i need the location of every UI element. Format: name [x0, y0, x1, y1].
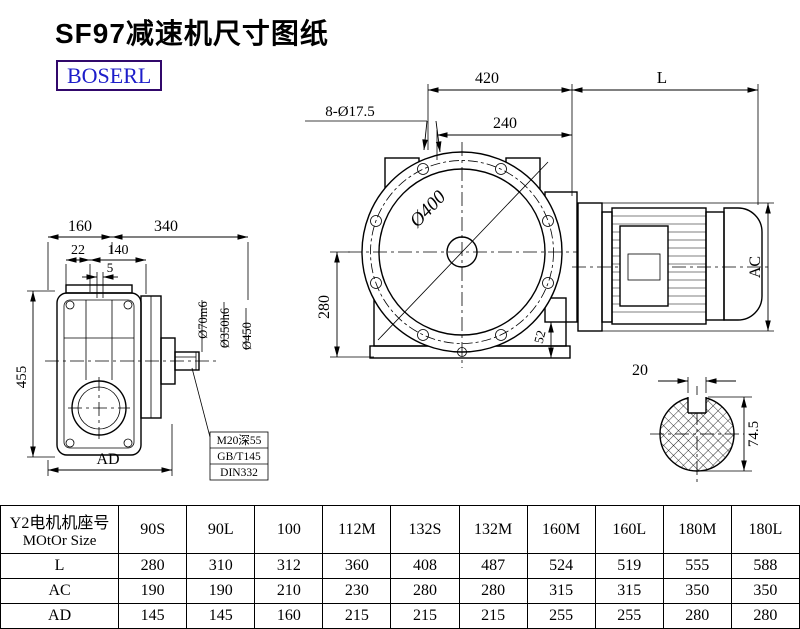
brand-logo: BOSERL	[56, 60, 163, 91]
dim-280: 280	[316, 295, 333, 319]
motor-stator-block	[619, 225, 669, 307]
fan-cover	[723, 207, 763, 321]
cell: 210	[254, 578, 324, 604]
cell: 350	[662, 578, 732, 604]
table-row-AC: AC 190 190 210 230 280 280 315 315 350 3…	[0, 578, 800, 604]
header-cn: Y2电机机座号	[9, 515, 110, 532]
column-header: 112M	[322, 505, 392, 554]
column-header: 160L	[594, 505, 664, 554]
side-view-dimensions: 455 160 340 22 140 5 AD Ø70m6 Ø350h6 Ø4	[14, 218, 269, 481]
table-header-motor-size: Y2电机机座号 MOtOr Size	[0, 505, 120, 554]
keyway	[688, 395, 706, 413]
dim-52: 52	[531, 329, 549, 345]
side-view	[45, 284, 216, 456]
dim-340: 340	[154, 218, 178, 235]
dim-L: L	[657, 68, 667, 87]
row-label: AC	[0, 578, 120, 604]
cell: 190	[186, 578, 256, 604]
tap-note-line2: GB/T145	[217, 451, 261, 463]
column-header: 90S	[118, 505, 188, 554]
dim-flange-od: Ø450	[240, 322, 254, 350]
tap-note-line1: M20深55	[217, 433, 262, 447]
cell: 280	[118, 553, 188, 579]
column-header: 132M	[458, 505, 528, 554]
header-en: MOtOr Size	[22, 533, 97, 549]
table-row-L: L 280 310 312 360 408 487 524 519 555 58…	[0, 553, 800, 579]
input-shaft	[174, 351, 200, 371]
page-title: SF97减速机尺寸图纸	[55, 18, 329, 49]
cell: 408	[390, 553, 460, 579]
dim-5: 5	[107, 260, 114, 275]
dim-key-width: 20	[632, 362, 648, 379]
cell: 519	[594, 553, 664, 579]
cell: 350	[730, 578, 800, 604]
cell: 280	[458, 578, 528, 604]
column-header: 180L	[730, 505, 800, 554]
dim-420: 420	[475, 70, 499, 87]
cell: 310	[186, 553, 256, 579]
dim-22: 22	[71, 243, 85, 258]
cell: 315	[594, 578, 664, 604]
table-header-row: Y2电机机座号 MOtOr Size 90S 90L 100 112M 132S…	[0, 505, 800, 554]
cell: 312	[254, 553, 324, 579]
technical-drawing: 455 160 340 22 140 5 AD Ø70m6 Ø350h6 Ø4	[14, 68, 774, 482]
cell: 555	[662, 553, 732, 579]
dim-spigot-dia: Ø350h6	[218, 308, 232, 348]
column-header: 180M	[662, 505, 732, 554]
column-header: 100	[254, 505, 324, 554]
cell: 280	[390, 578, 460, 604]
dim-bolt-holes: 8-Ø17.5	[325, 104, 375, 120]
column-header: 90L	[186, 505, 256, 554]
size-table: Y2电机机座号 MOtOr Size 90S 90L 100 112M 132S…	[0, 505, 800, 629]
dim-240: 240	[493, 115, 517, 132]
cell: 588	[730, 553, 800, 579]
dim-AD: AD	[96, 451, 119, 468]
dim-shaft-dia: Ø70m6	[196, 301, 210, 339]
cell: 360	[322, 553, 392, 579]
cell: 190	[118, 578, 188, 604]
motor-view	[572, 202, 772, 332]
dim-160: 160	[68, 218, 92, 235]
dim-shaft-height: 74.5	[746, 421, 762, 447]
front-view	[348, 142, 578, 368]
column-header: 132S	[390, 505, 460, 554]
row-label: L	[0, 553, 120, 579]
cell: 255	[526, 603, 596, 629]
dim-140: 140	[108, 243, 129, 258]
cell: 230	[322, 578, 392, 604]
shaft-section: 20 74.5	[632, 362, 762, 482]
column-header: 160M	[526, 505, 596, 554]
cell: 487	[458, 553, 528, 579]
tap-note-line3: DIN332	[220, 467, 258, 479]
cell: 315	[526, 578, 596, 604]
dim-455: 455	[14, 366, 30, 389]
cell: 524	[526, 553, 596, 579]
